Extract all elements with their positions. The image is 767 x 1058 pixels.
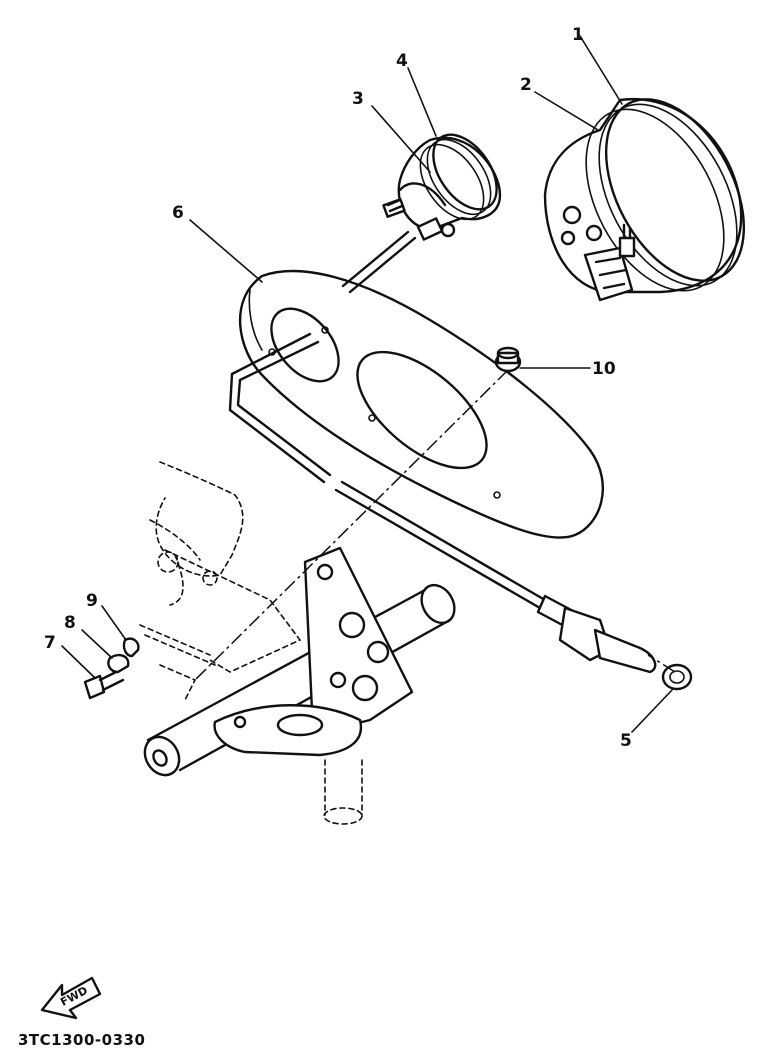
callout-1: 1: [572, 25, 584, 45]
alignment-centerline: [194, 369, 509, 681]
leader-lines: [61, 35, 673, 733]
callout-6: 6: [172, 203, 184, 223]
callout-2: 2: [520, 75, 532, 95]
washer: [661, 663, 693, 691]
callout-3: 3: [352, 89, 364, 109]
callout-7: 7: [44, 633, 56, 653]
callout-5: 5: [620, 731, 632, 751]
cable-axis-line: [647, 654, 676, 673]
callout-8: 8: [64, 613, 76, 633]
speedometer-gauge: [543, 97, 746, 302]
grommet: [494, 346, 522, 373]
meter-bracket-plate: [239, 269, 605, 539]
steering-stem-assembly: [139, 461, 456, 825]
callout-9: 9: [86, 591, 98, 611]
fwd-arrow-icon: FWD: [40, 976, 102, 1020]
callout-labels: 1 2 3 4 5 6 7 8 9 10: [44, 25, 632, 751]
diagram-code: 3TC1300-0330: [18, 1031, 146, 1049]
callout-4: 4: [396, 51, 408, 71]
tachometer-gauge: [382, 133, 502, 241]
callout-10: 10: [592, 359, 616, 379]
screw-clamp-set: [83, 637, 140, 700]
